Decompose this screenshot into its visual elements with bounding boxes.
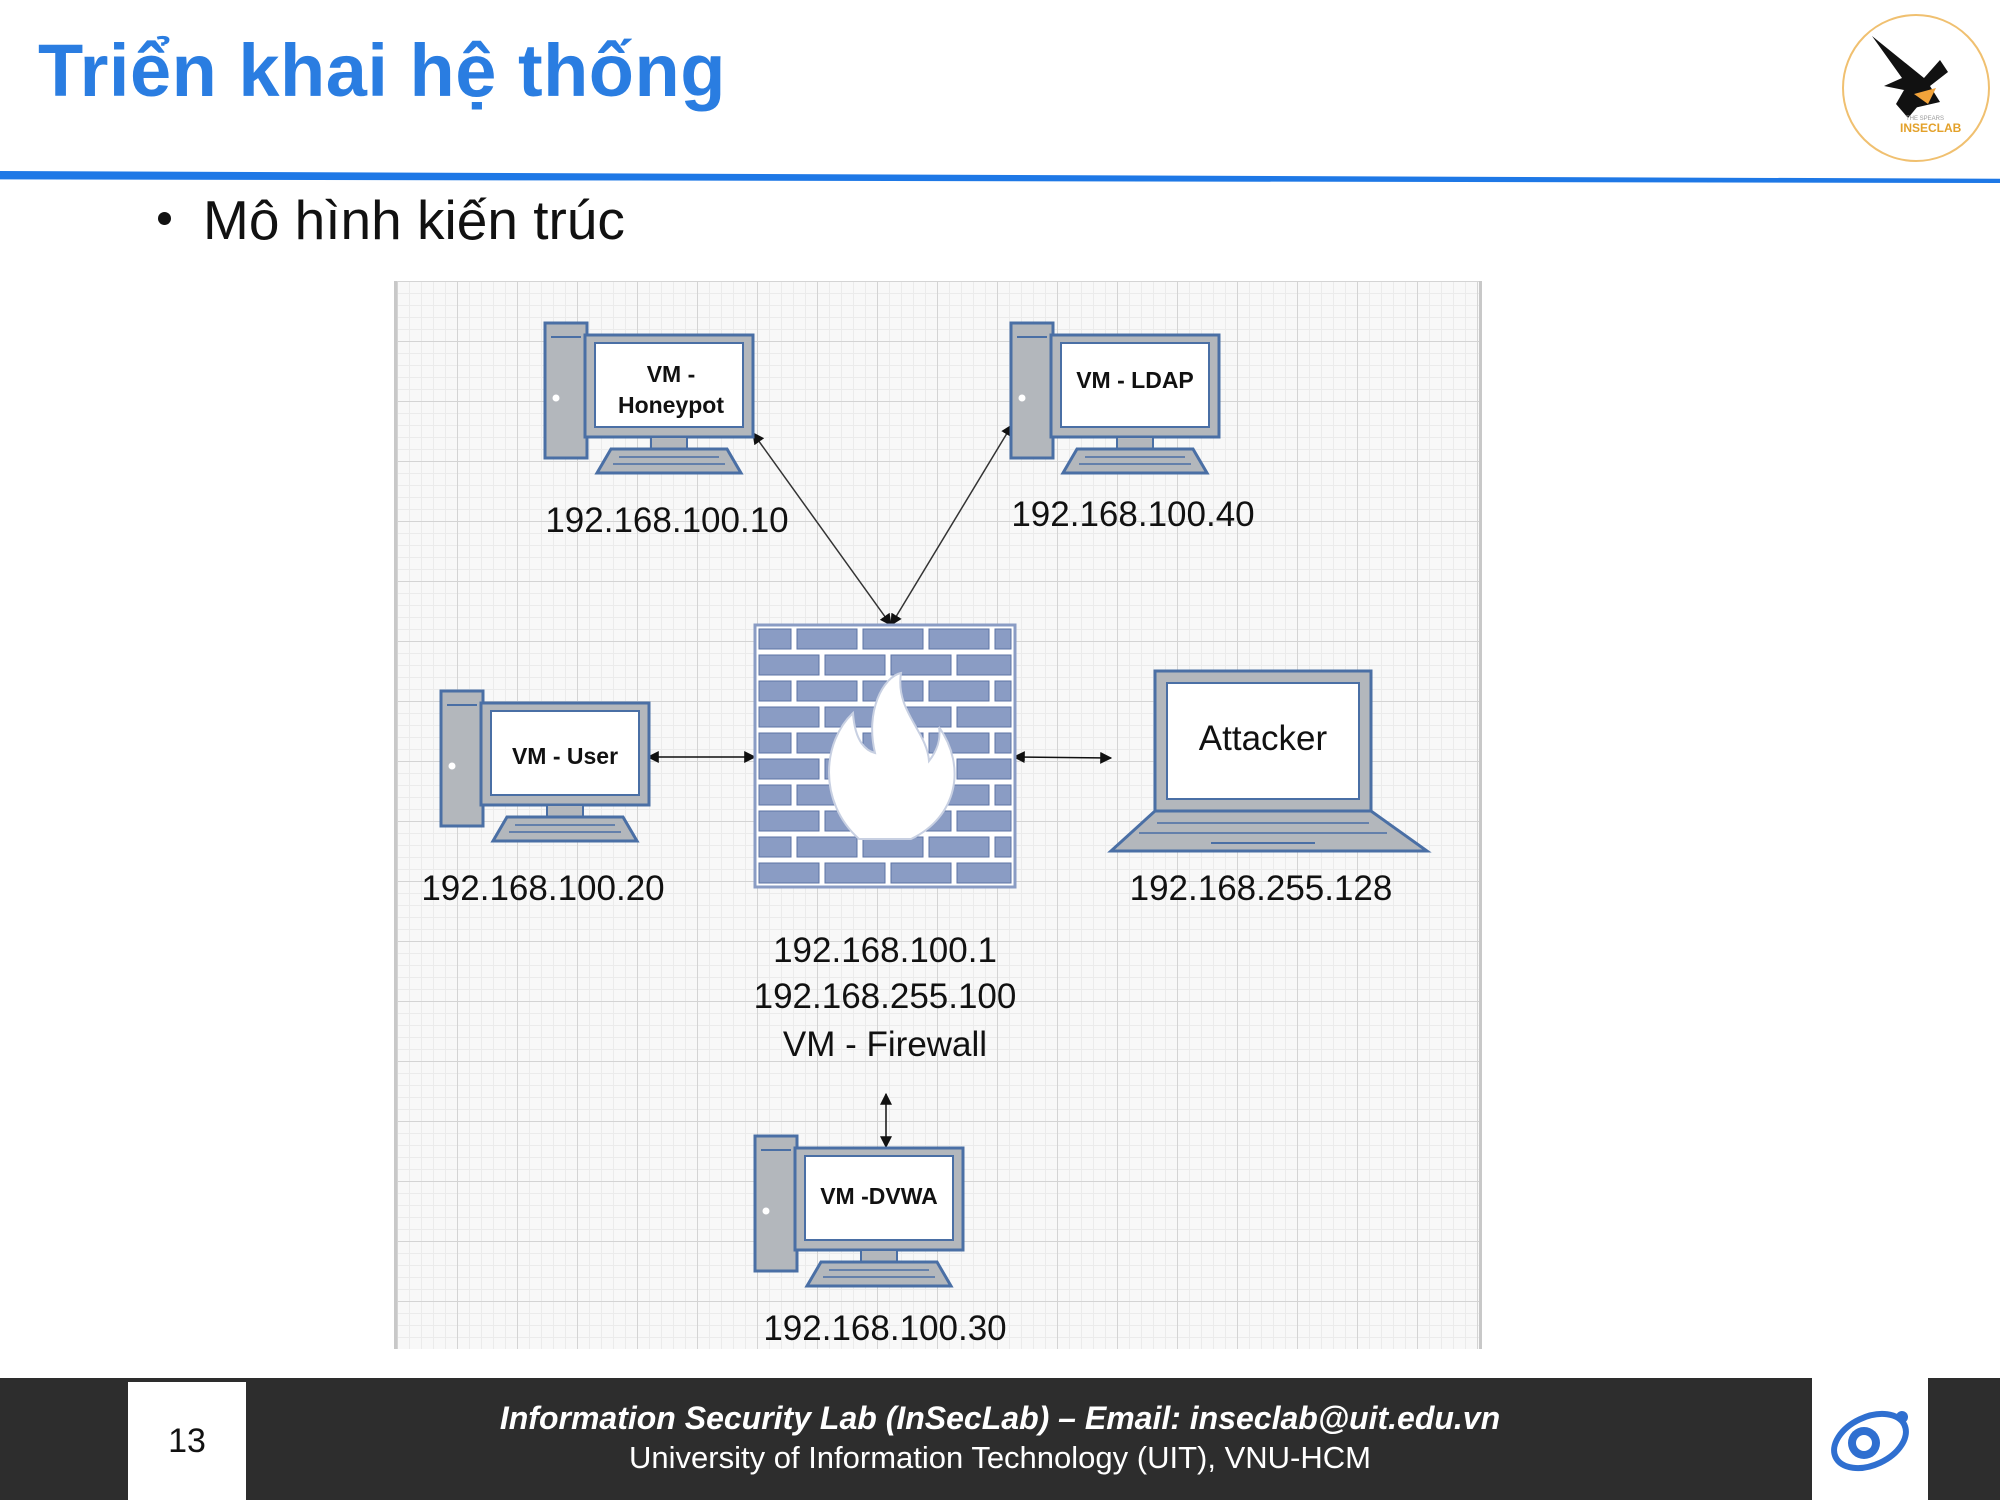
bullet-dot (158, 211, 171, 225)
inseclab-logo: THE SPEARS INSECLAB (1842, 14, 1990, 162)
honeypot-label-line1: VM - (646, 361, 696, 387)
page-number: 13 (128, 1382, 246, 1500)
edge-ldap-firewall (890, 423, 1013, 627)
attacker-laptop-icon (1107, 669, 1432, 853)
network-diagram: VM - Honeypot VM - LDAP VM - User Attack… (394, 281, 1482, 1349)
attacker-label: Attacker (1198, 719, 1328, 758)
bullet-item: Mô hình kiến trúc (158, 188, 625, 252)
ldap-label: VM - LDAP (1076, 367, 1194, 393)
firewall-ip2: 192.168.255.100 (753, 977, 1017, 1016)
title-divider (0, 171, 2000, 183)
dvwa-computer-icon (753, 1134, 965, 1288)
logo-small-text: THE SPEARS (1906, 116, 1944, 122)
footer-lab-info: Information Security Lab (InSecLab) – Em… (499, 1400, 1501, 1436)
honeypot-ip: 192.168.100.10 (545, 501, 789, 540)
dvwa-label: VM -DVWA (820, 1183, 938, 1209)
firewall-label: VM - Firewall (782, 1025, 988, 1064)
logo-brand-text: INSECLAB (1900, 121, 1962, 135)
firewall-ip1: 192.168.100.1 (773, 931, 997, 970)
honeypot-label-line2: Honeypot (617, 392, 725, 418)
user-label: VM - User (511, 743, 619, 769)
dvwa-ip: 192.168.100.30 (763, 1309, 1007, 1348)
slide-title: Triển khai hệ thống (38, 29, 726, 112)
firewall-icon (753, 623, 1017, 889)
footer-university: University of Information Technology (UI… (629, 1440, 1371, 1475)
attacker-ip: 192.168.255.128 (1129, 869, 1393, 908)
diagram-svg (439, 321, 1432, 1288)
slide-footer (0, 1378, 2000, 1500)
ldap-ip: 192.168.100.40 (1011, 495, 1255, 534)
ldap-computer-icon (1009, 321, 1221, 475)
user-ip: 192.168.100.20 (421, 869, 665, 908)
uit-logo (1812, 1377, 1928, 1500)
honeypot-label: VM - Honeypot (597, 359, 745, 421)
edge-firewall-attacker (1012, 751, 1113, 764)
edge-honeypot-firewall (752, 432, 892, 626)
bullet-text: Mô hình kiến trúc (203, 189, 625, 251)
